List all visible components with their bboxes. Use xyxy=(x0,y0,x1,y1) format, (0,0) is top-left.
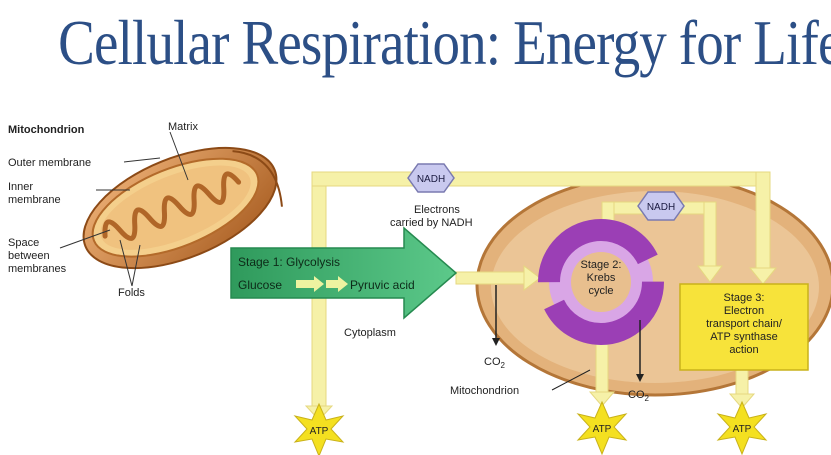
glucose-arrow xyxy=(296,276,324,292)
atp-text-right: ATP xyxy=(733,424,752,435)
cristae-folds xyxy=(102,171,242,241)
electrons-line1: Electrons xyxy=(414,204,460,216)
pipe-to-krebs xyxy=(455,271,527,285)
nadh-badge-right: NADH xyxy=(637,191,685,221)
label-folds: Folds xyxy=(118,287,145,299)
stage2-krebs-cycle: Stage 2: Krebs cycle xyxy=(538,219,664,345)
stage3-line3: transport chain/ xyxy=(706,318,783,330)
leader-folds-1 xyxy=(119,239,133,287)
stage2-line3: cycle xyxy=(588,285,613,297)
matrix-shape xyxy=(100,165,251,250)
cytoplasm-label: Cytoplasm xyxy=(344,327,396,339)
co2-text-left: CO2 xyxy=(484,356,506,370)
label-inner-line1: Inner xyxy=(8,181,33,193)
stage1-title: Stage 1: Glycolysis xyxy=(238,255,340,269)
mitochondrion-inset: Mitochondrion Matrix Outer membrane Inne… xyxy=(8,121,283,299)
label-matrix: Matrix xyxy=(168,121,198,133)
pipe-top-horizontal xyxy=(311,171,771,187)
label-space-line1: Space xyxy=(8,237,39,249)
nadh-badge-top: NADH xyxy=(407,163,455,193)
label-space-line2: between xyxy=(8,250,50,262)
label-inner-line2: membrane xyxy=(8,194,61,206)
stage2-line2: Krebs xyxy=(587,272,616,284)
co2-arrow-left: CO2 xyxy=(484,285,506,370)
arrowhead-krebs xyxy=(523,265,541,291)
atp-star-right: ATP xyxy=(716,400,768,455)
atp-text-middle: ATP xyxy=(593,424,612,435)
stage3-line5: action xyxy=(729,344,758,356)
pipe-right-vertical xyxy=(755,171,771,271)
arrowhead-loop-stage3 xyxy=(697,265,723,283)
label-space-line3: membranes xyxy=(8,263,67,275)
outer-cap xyxy=(232,150,283,207)
pyruvic-arrow xyxy=(326,276,348,292)
co2-arrow-right: CO2 xyxy=(628,320,650,403)
co2-text-right: CO2 xyxy=(628,389,650,403)
leader-outer xyxy=(123,157,161,163)
nadh-text-right: NADH xyxy=(647,202,675,213)
page-title: Cellular Respiration: Energy for Life xyxy=(58,7,831,78)
glucose-label: Glucose xyxy=(238,278,282,292)
stage3-line4: ATP synthase xyxy=(710,331,777,343)
arrowhead-krebs-atp xyxy=(588,391,616,407)
atp-text-left: ATP xyxy=(310,426,329,437)
mitochondrion-illustration xyxy=(82,146,283,270)
arrowhead-right-stage3 xyxy=(748,267,778,285)
pipe-loop-right xyxy=(703,201,717,269)
electrons-line2: carried by NADH xyxy=(390,217,473,229)
stage2-line1: Stage 2: xyxy=(581,259,622,271)
stage3-line1: Stage 3: xyxy=(724,292,765,304)
mitochondrion-label: Mitochondrion xyxy=(450,385,519,397)
stage1-glycolysis-arrow: Stage 1: Glycolysis Glucose Pyruvic acid xyxy=(230,226,458,320)
atp-star-left: ATP xyxy=(293,402,345,455)
stage3-line2: Electron xyxy=(724,305,764,317)
leader-space xyxy=(59,229,111,249)
mitochondrion-leader xyxy=(551,369,591,391)
stage3-electron-transport: Stage 3: Electron transport chain/ ATP s… xyxy=(679,283,809,371)
mito-heading: Mitochondrion xyxy=(8,124,85,136)
pipe-stage3-atp xyxy=(735,367,749,397)
leader-matrix xyxy=(169,131,189,181)
leader-folds-2 xyxy=(131,244,141,287)
pyruvic-label: Pyruvic acid xyxy=(350,278,415,292)
nadh-text-top: NADH xyxy=(417,174,445,185)
atp-star-middle: ATP xyxy=(576,400,628,455)
label-outer-membrane: Outer membrane xyxy=(8,157,91,169)
